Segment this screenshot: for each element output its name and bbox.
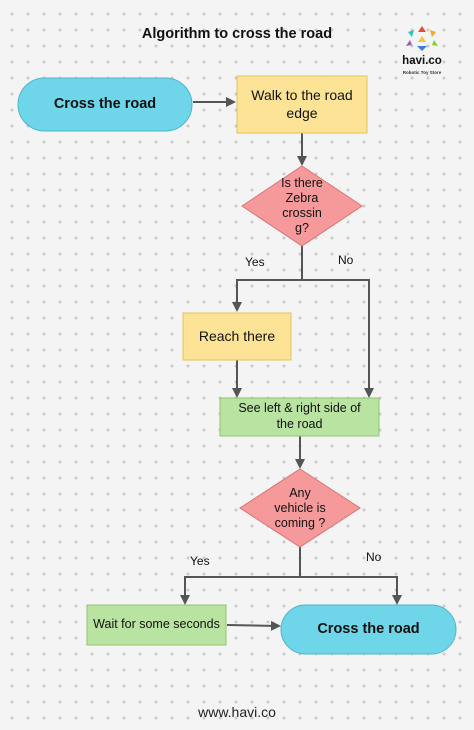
edge-wait-to-end bbox=[226, 620, 281, 631]
footer-url: www.havi.co bbox=[198, 704, 276, 720]
vehicle-question-label: Any vehicle is coming ? bbox=[274, 485, 326, 530]
reach-there-label: Reach there bbox=[198, 327, 276, 344]
see-sides-label: See left & right side of the road bbox=[238, 401, 361, 431]
brand-name: havi.co bbox=[402, 55, 442, 67]
zebra-decision bbox=[241, 165, 363, 247]
start-label: Cross the road bbox=[53, 96, 157, 113]
edge-vehicle-no bbox=[300, 576, 402, 605]
wait-label: Wait for some seconds bbox=[93, 617, 220, 632]
end-label: Cross the road bbox=[317, 621, 420, 638]
walk-edge-box bbox=[236, 75, 368, 134]
edge-zebra-no bbox=[302, 279, 374, 398]
vehicle-no-label: No bbox=[366, 550, 382, 564]
wait-box bbox=[86, 604, 227, 646]
diagram-title: Algorithm to cross the road bbox=[141, 26, 333, 42]
brand-tagline: Robotic Toy Store bbox=[402, 70, 442, 75]
zebra-question-label: Is there Zebra crossin g? bbox=[281, 176, 323, 235]
vehicle-decision bbox=[239, 468, 361, 548]
edge-vehicle-yes bbox=[180, 546, 301, 605]
walk-edge-label: Walk to the road edge bbox=[251, 87, 353, 121]
zebra-no-label: No bbox=[338, 253, 354, 267]
edge-zebra-yes bbox=[232, 245, 303, 312]
see-sides-box bbox=[219, 397, 380, 437]
start-terminal bbox=[17, 77, 193, 132]
havi-logo-icon bbox=[406, 26, 438, 51]
end-terminal bbox=[280, 604, 457, 655]
vehicle-yes-label: Yes bbox=[190, 554, 210, 568]
zebra-yes-label: Yes bbox=[245, 255, 265, 269]
reach-there-box bbox=[182, 312, 292, 361]
